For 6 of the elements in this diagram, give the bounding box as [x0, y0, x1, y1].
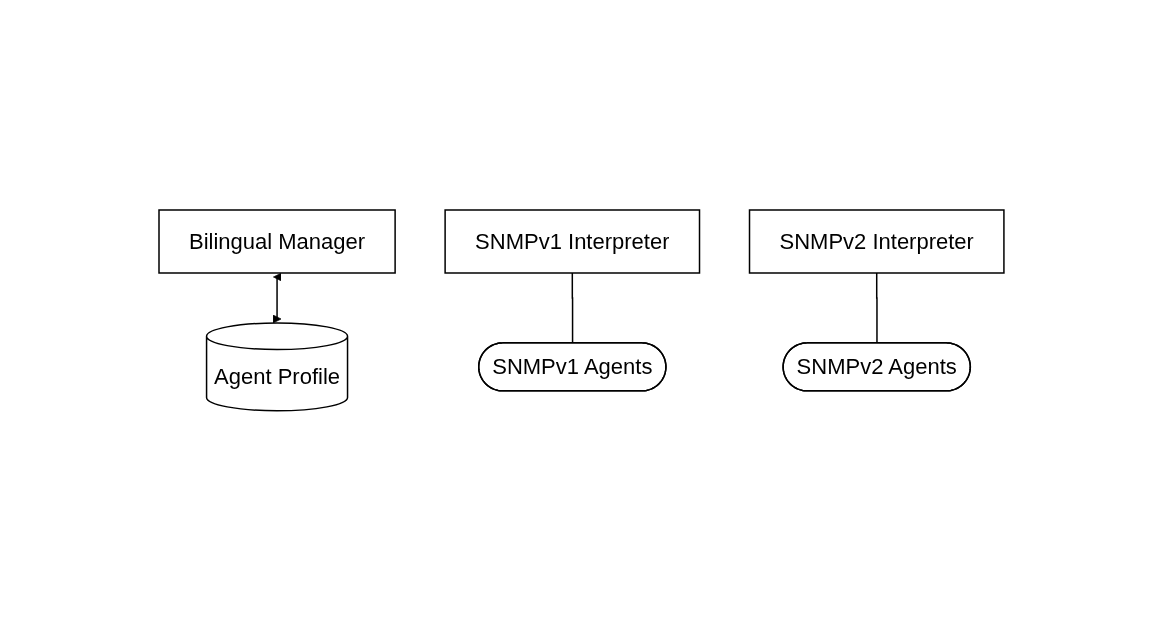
connector — [875, 272, 878, 345]
connector — [571, 272, 574, 345]
node-box: Bilingual Manager — [157, 209, 396, 274]
arrow — [272, 273, 281, 324]
node-box: SNMPv2 Interpreter — [748, 209, 1005, 274]
node-box: SNMPv1 Interpreter — [443, 209, 700, 274]
